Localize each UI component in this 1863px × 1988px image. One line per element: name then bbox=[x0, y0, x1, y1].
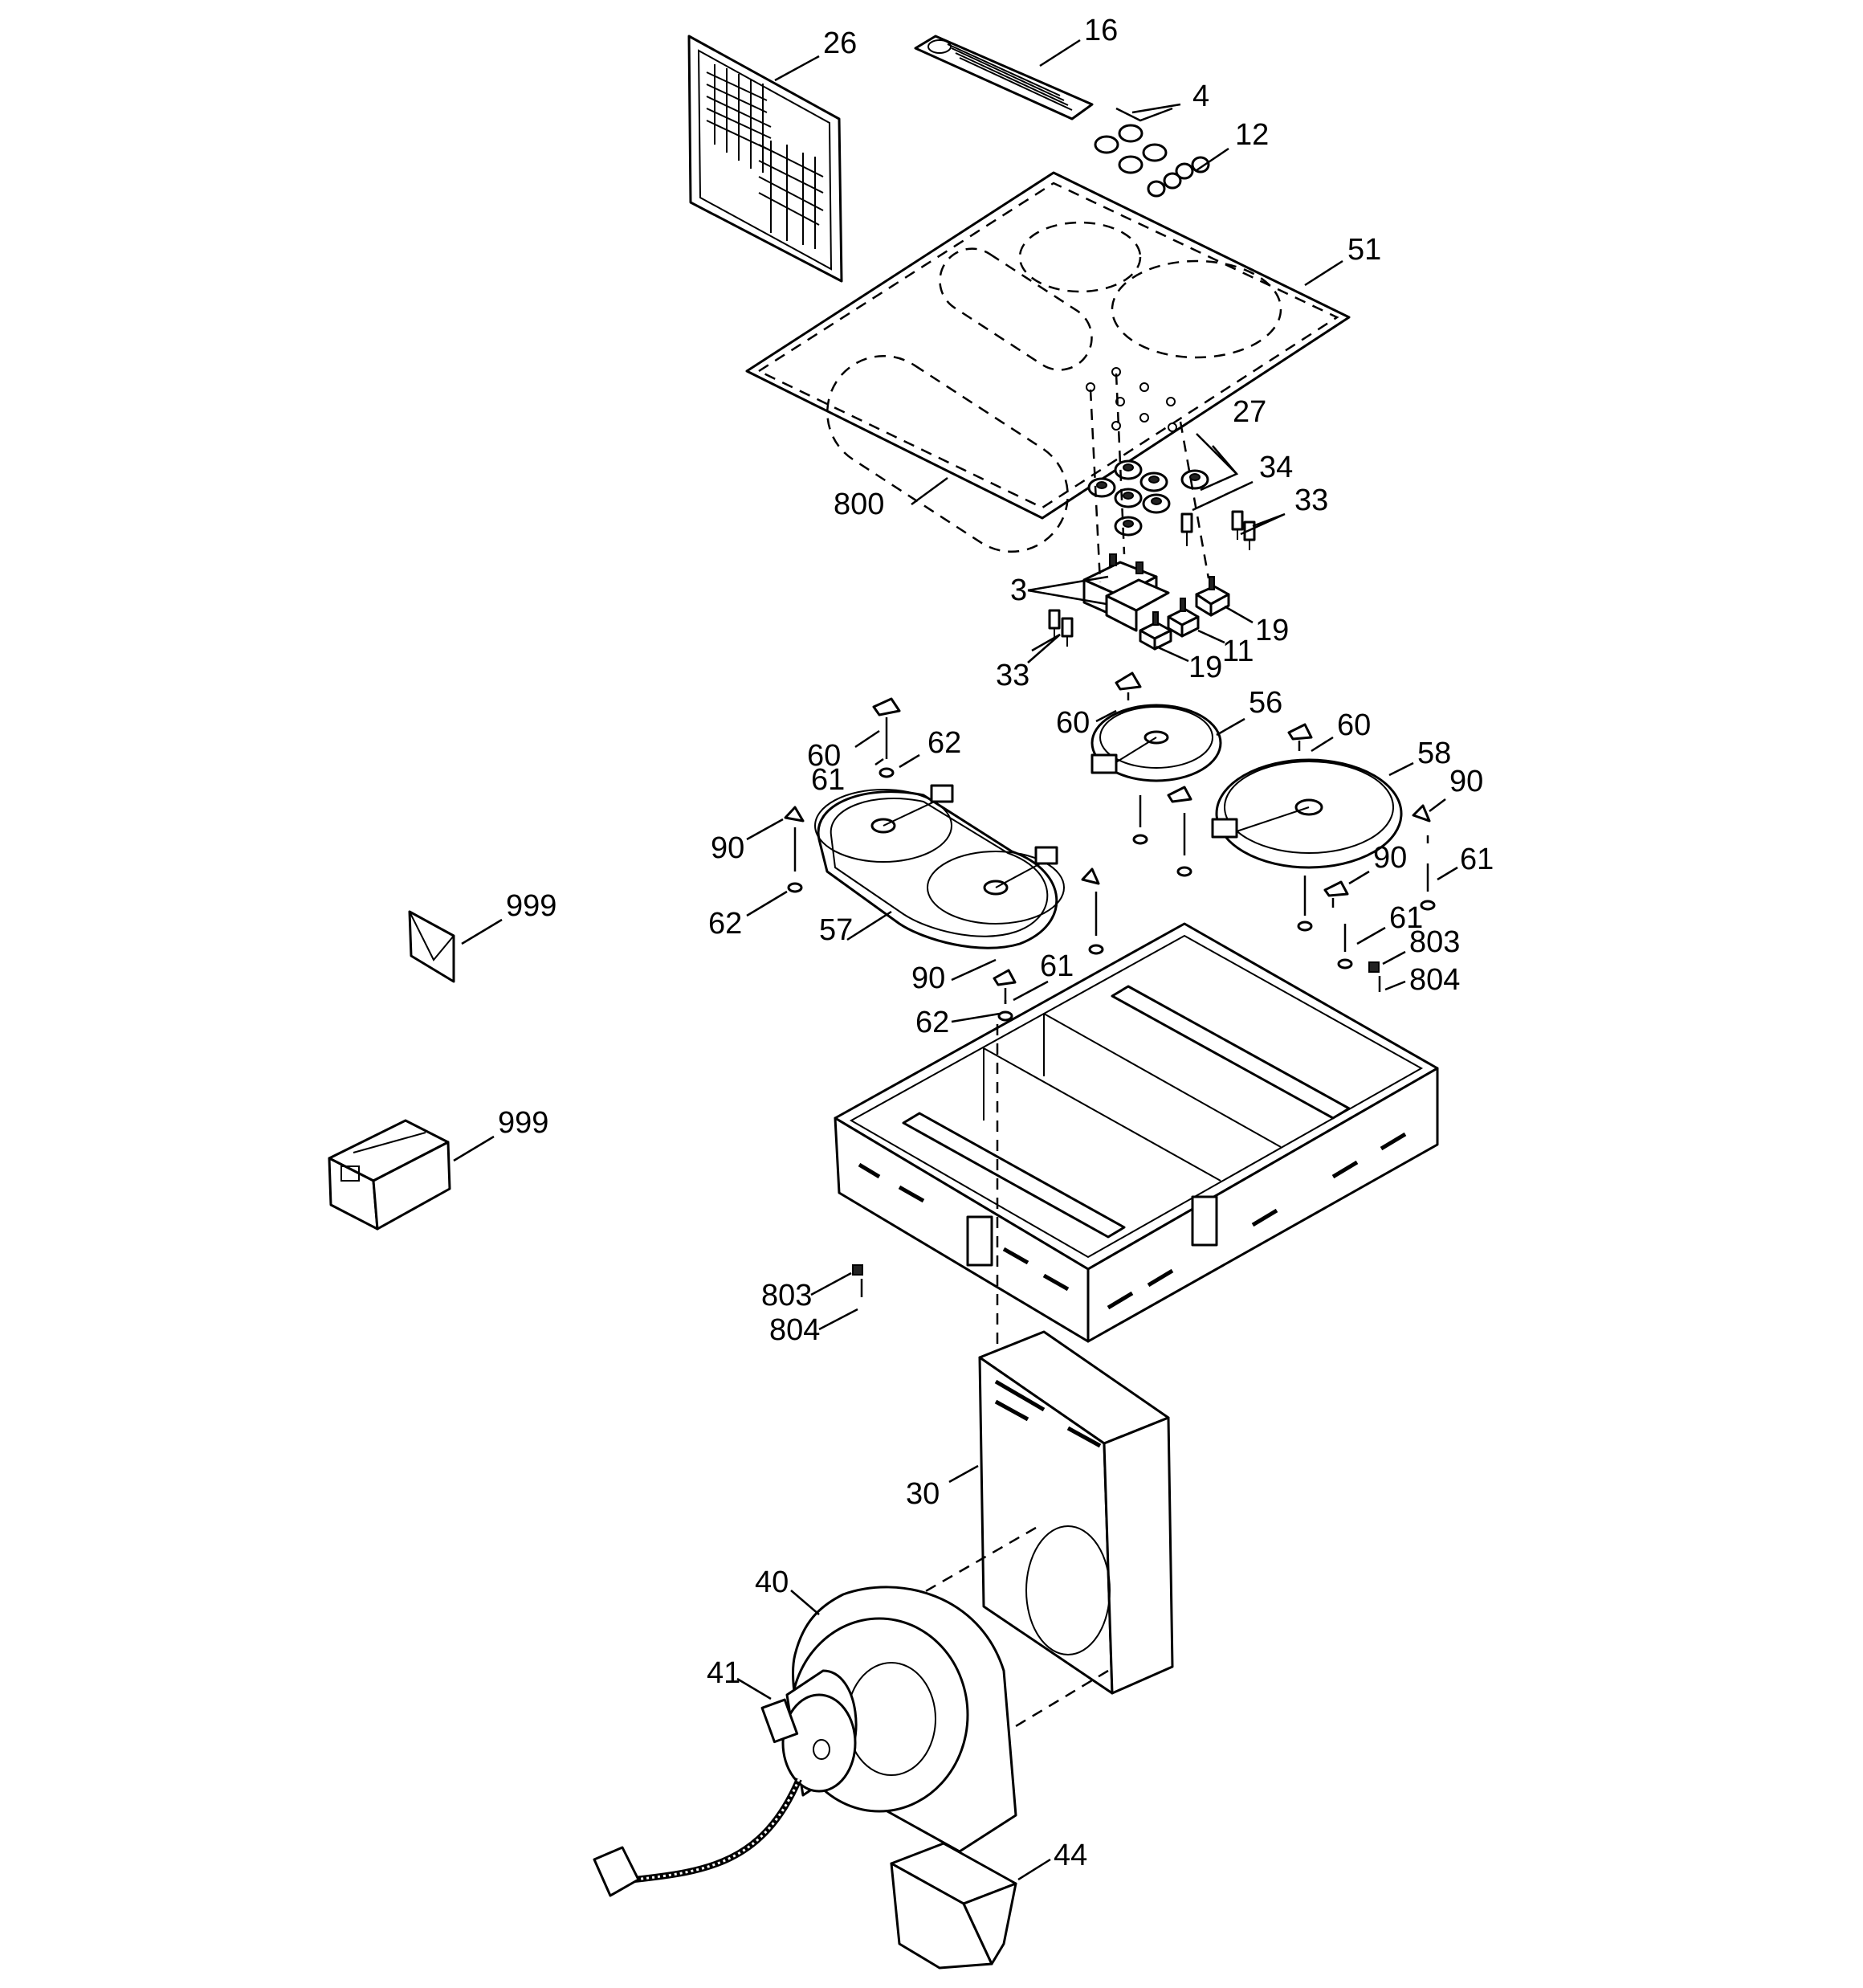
alignment-lines-top bbox=[1089, 373, 1210, 583]
callout-803-top: 803 bbox=[1409, 925, 1460, 959]
callout-90-center: 90 bbox=[1373, 841, 1407, 875]
part-3-infinite-switches bbox=[1082, 553, 1170, 632]
callout-803-bottom: 803 bbox=[761, 1279, 812, 1312]
callout-51: 51 bbox=[1347, 233, 1381, 267]
callout-12: 12 bbox=[1235, 118, 1269, 152]
callout-33-top: 33 bbox=[1294, 484, 1328, 517]
callout-40: 40 bbox=[755, 1565, 789, 1599]
callout-62-left: 62 bbox=[708, 907, 742, 941]
callout-90-left: 90 bbox=[711, 831, 744, 865]
callout-800: 800 bbox=[834, 488, 884, 521]
part-803-804-screws bbox=[852, 961, 1381, 1297]
part-19-11-small-switches bbox=[1139, 576, 1230, 651]
callout-11: 11 bbox=[1222, 635, 1254, 668]
callout-30: 30 bbox=[906, 1477, 940, 1511]
callout-16: 16 bbox=[1084, 14, 1118, 47]
callout-3: 3 bbox=[1010, 574, 1027, 607]
callout-58: 58 bbox=[1417, 737, 1451, 770]
power-cord bbox=[593, 1778, 802, 1897]
callout-4: 4 bbox=[1192, 80, 1209, 113]
part-56-small-element bbox=[1090, 704, 1222, 782]
part-16-grate bbox=[914, 35, 1094, 120]
callout-61-right: 61 bbox=[1460, 843, 1494, 876]
leader-lines bbox=[453, 39, 1458, 1881]
part-27-switch-rings bbox=[1087, 459, 1209, 537]
callout-999-envelope: 999 bbox=[506, 889, 556, 923]
chassis-box bbox=[834, 922, 1439, 1343]
callout-26: 26 bbox=[823, 27, 857, 60]
callout-62-bottom: 62 bbox=[915, 1006, 949, 1039]
callout-804-top: 804 bbox=[1409, 963, 1460, 997]
callout-56: 56 bbox=[1249, 686, 1282, 720]
callout-90-bottom: 90 bbox=[911, 961, 945, 995]
callout-19-upper: 19 bbox=[1255, 614, 1289, 647]
callout-57: 57 bbox=[819, 913, 853, 947]
callout-61-bottom: 61 bbox=[1040, 949, 1074, 983]
callout-27: 27 bbox=[1233, 395, 1266, 429]
callout-labels: 26 16 4 12 51 27 800 34 33 3 19 11 19 33… bbox=[498, 14, 1494, 1872]
part-26-grid-panel bbox=[687, 35, 843, 283]
part-44-transition bbox=[890, 1842, 1017, 1970]
callout-33-bottom: 33 bbox=[996, 659, 1029, 692]
callout-90-right: 90 bbox=[1449, 765, 1483, 798]
part-41-motor bbox=[760, 1669, 858, 1797]
part-12-knob-bezels bbox=[1147, 156, 1210, 198]
callout-19-lower: 19 bbox=[1188, 651, 1222, 684]
part-30-duct bbox=[978, 1330, 1174, 1695]
callout-44: 44 bbox=[1054, 1839, 1087, 1872]
part-999-box bbox=[328, 1119, 451, 1231]
part-34-33-lamps bbox=[1048, 510, 1256, 647]
brackets-bolts-washers bbox=[784, 672, 1436, 1022]
callout-60-mid: 60 bbox=[1056, 706, 1090, 740]
part-58-large-element bbox=[1211, 758, 1403, 869]
callout-34: 34 bbox=[1259, 451, 1293, 484]
part-999-envelope bbox=[408, 910, 455, 983]
callout-41: 41 bbox=[707, 1656, 740, 1690]
callout-804-bottom: 804 bbox=[769, 1313, 820, 1347]
part-51-cooktop-glass bbox=[745, 171, 1351, 553]
callout-60-right: 60 bbox=[1337, 708, 1371, 742]
callout-60-left: 60 bbox=[807, 739, 841, 773]
callout-61-center: 61 bbox=[1389, 901, 1423, 935]
callout-999-box: 999 bbox=[498, 1106, 548, 1140]
callout-61-top: 61 bbox=[811, 763, 845, 797]
callout-62-top: 62 bbox=[927, 726, 961, 760]
part-57-bridge-element bbox=[814, 784, 1065, 949]
part-4-knobs bbox=[1094, 124, 1168, 174]
